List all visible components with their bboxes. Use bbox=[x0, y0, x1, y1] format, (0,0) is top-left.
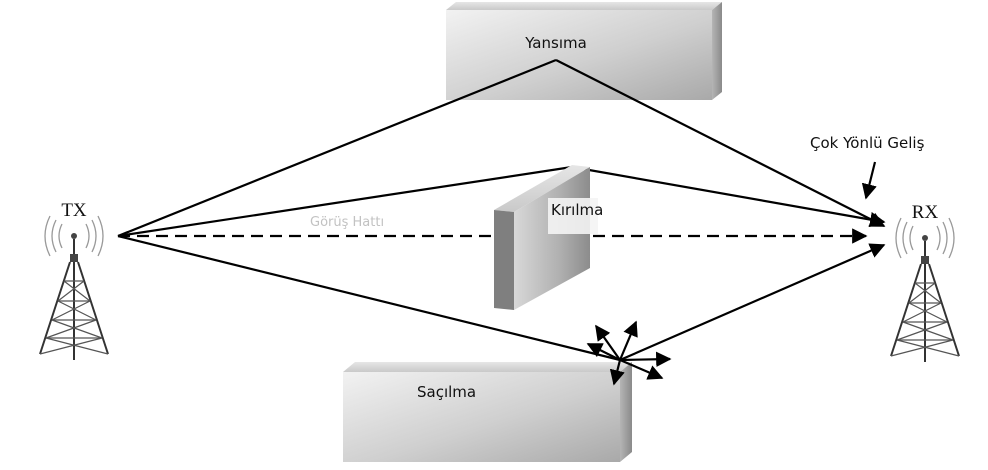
arrow-down-icon bbox=[861, 161, 877, 200]
multipath-label: Çok Yönlü Geliş bbox=[810, 134, 925, 152]
reflection-label: Yansıma bbox=[524, 34, 587, 52]
tx-label: TX bbox=[61, 200, 87, 221]
rx-label: RX bbox=[912, 202, 939, 223]
reflection-ray bbox=[117, 58, 886, 238]
radio-tower-icon bbox=[39, 215, 109, 360]
scattering-label: Saçılma bbox=[417, 383, 476, 401]
line-of-sight-label: Görüş Hattı bbox=[310, 215, 384, 230]
reflection-block bbox=[446, 2, 722, 100]
scattering-block bbox=[343, 362, 632, 462]
refraction-label: Kırılma bbox=[551, 201, 603, 219]
scattering-ray bbox=[117, 234, 886, 362]
refraction-wall bbox=[494, 165, 598, 310]
radio-tower-icon bbox=[890, 217, 960, 362]
scatter-arrows-icon bbox=[586, 320, 672, 386]
refraction-ray bbox=[117, 165, 886, 238]
